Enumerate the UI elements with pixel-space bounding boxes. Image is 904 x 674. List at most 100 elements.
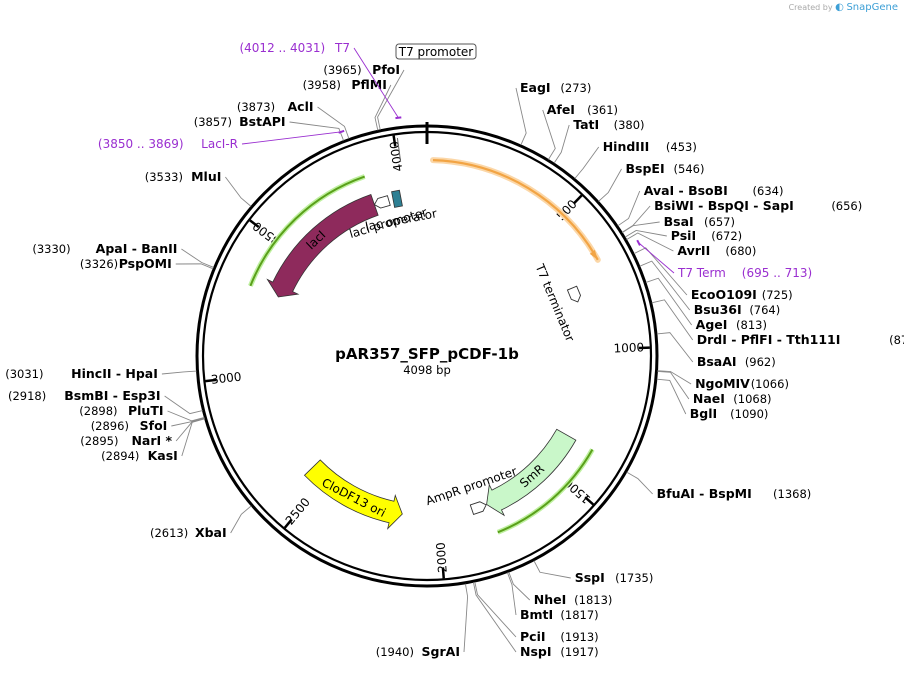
site-hincii-hpai-position: (3031) (5, 367, 43, 381)
site-sspi: SspI(1735) (533, 560, 653, 585)
site-kasi-name: KasI (148, 448, 178, 463)
site-ngomiv-name: NgoMIV (695, 376, 750, 391)
orf-arrow (432, 158, 599, 261)
tick-label-1500: 1500 (561, 476, 593, 507)
site-avai-bsobi-position: (634) (753, 184, 784, 198)
site-ecoo109i: EcoO109I(725) (633, 247, 793, 302)
site-bsiwi-bspqi-sapi-position: (656) (831, 199, 862, 213)
primer-laci-r-mark (338, 129, 345, 134)
site-sfoi: SfoI(2896) (91, 417, 205, 433)
site-bspei: BspEI(546) (598, 161, 704, 202)
t7-promoter-stem (396, 137, 402, 162)
site-hindiii-leader (574, 146, 600, 179)
site-psii-leader (624, 229, 667, 238)
site-bfuai-bspmi-leader (626, 471, 653, 495)
site-eagi-name: EagI (520, 80, 551, 95)
site-pluti: PluTI (2898) (79, 403, 205, 422)
laci-promoter-arrow (373, 195, 391, 209)
site-avrii: AvrII(680) (626, 232, 756, 258)
site-pluti-name: PluTI (128, 403, 164, 418)
primer-laci-r-position: (3850 .. 3869) (98, 137, 184, 151)
site-bsiwi-bspqi-sapi-leader (621, 205, 651, 233)
site-nhei: NheI(1813) (508, 571, 612, 607)
site-psii-position: (672) (711, 229, 742, 243)
smr-frame-arrow (497, 448, 594, 534)
site-bmti-position: (1817) (560, 608, 598, 622)
site-tati-name: TatI (573, 117, 599, 132)
primer-laci-r: LacI-R(3850 .. 3869) (98, 129, 345, 151)
site-avrii-name: AvrII (677, 243, 710, 258)
site-drdi-pflfi-tth111i-position: (873) (889, 333, 904, 347)
site-apai-banii: ApaI - BanII(3330) (32, 241, 214, 268)
site-pcii-position: (1913) (560, 630, 598, 644)
site-agei-leader (645, 277, 693, 326)
site-pcii: PciI (1913) (474, 581, 599, 644)
site-pcii-name: PciI (520, 629, 546, 644)
site-agei-position: (813) (736, 318, 767, 332)
site-apai-banii-leader (181, 248, 214, 268)
site-nari: NarI *(2895) (80, 418, 205, 448)
snapgene-credit: Created by ◐ SnapGene (789, 2, 898, 13)
credit-prefix: Created by (788, 3, 833, 12)
smr-arrow (486, 428, 577, 517)
site-mlui-leader (225, 176, 252, 207)
site-bsmbi-esp3i-name: BsmBI - Esp3I (64, 388, 160, 403)
t7-promoter-box: T7 promoter (395, 43, 477, 60)
site-pluti-position: (2898) (79, 404, 117, 418)
primer-t7-term-name: T7 Term (677, 266, 726, 280)
site-ngomiv-leader (657, 370, 692, 385)
site-pflmi-name: PflMI (351, 77, 387, 92)
site-avrii-leader (626, 232, 674, 252)
site-sfoi-position: (2896) (91, 419, 129, 433)
site-pluti-leader (167, 410, 205, 422)
site-ecoo109i-leader (633, 247, 688, 296)
site-bsu36i-leader (639, 260, 691, 311)
site-sspi-position: (1735) (615, 571, 653, 585)
site-bsmbi-esp3i-position: (2918) (8, 389, 46, 403)
site-pfoi-leader (377, 69, 405, 130)
tick-3500 (249, 219, 260, 229)
restriction-sites: EagI(273)AfeI(361)TatI(380)HindIII(453)B… (5, 62, 904, 659)
tick-4000 (392, 135, 397, 147)
site-tati: TatI(380) (553, 117, 645, 164)
tick-3000 (205, 378, 217, 383)
site-nspi-leader (472, 582, 517, 653)
primer-t7-position: (4012 .. 4031) (239, 41, 325, 55)
site-pcii-leader (474, 581, 517, 638)
site-afei: AfeI(361) (542, 102, 618, 160)
site-eagi-position: (273) (560, 81, 591, 95)
site-bgli: BglI(1090) (656, 378, 768, 421)
site-tati-leader (553, 124, 570, 164)
site-pspomi-leader (175, 263, 214, 270)
site-ecoo109i-name: EcoO109I (691, 287, 757, 302)
site-bsu36i: Bsu36I(764) (639, 260, 780, 317)
site-ngomiv-position: (1066) (751, 377, 789, 391)
site-bmti-name: BmtI (520, 607, 553, 622)
site-hincii-hpai: HincII - HpaI(3031) (5, 366, 197, 381)
site-sfoi-leader (171, 417, 205, 427)
site-bsaai-leader (656, 332, 694, 363)
site-pspomi: PspOMI(3326) (80, 256, 214, 271)
t7-promoter-box-frame (395, 43, 477, 60)
tick-1500 (584, 496, 595, 506)
primer-t7-name: T7 (334, 41, 350, 55)
site-acli-name: AclI (288, 99, 314, 114)
site-nhei-name: NheI (534, 592, 567, 607)
site-acli: AclI(3873) (237, 99, 350, 139)
clodf13-ori-arrow (303, 459, 403, 530)
site-pfoi: PfoI(3965) (323, 62, 405, 130)
site-nari-position: (2895) (80, 434, 118, 448)
site-avai-bsobi-leader (617, 190, 641, 227)
site-bsu36i-name: Bsu36I (694, 302, 742, 317)
tick-label-2000: 2000 (434, 542, 450, 574)
site-bgli-leader (656, 378, 687, 415)
site-apai-banii-position: (3330) (32, 242, 70, 256)
site-sgrai-name: SgrAI (422, 644, 460, 659)
site-eagi-leader (515, 87, 527, 146)
site-acli-leader (317, 106, 350, 139)
site-naei-name: NaeI (693, 391, 725, 406)
site-eagi: EagI (273) (515, 80, 591, 146)
orf-arrowhead (589, 249, 598, 260)
